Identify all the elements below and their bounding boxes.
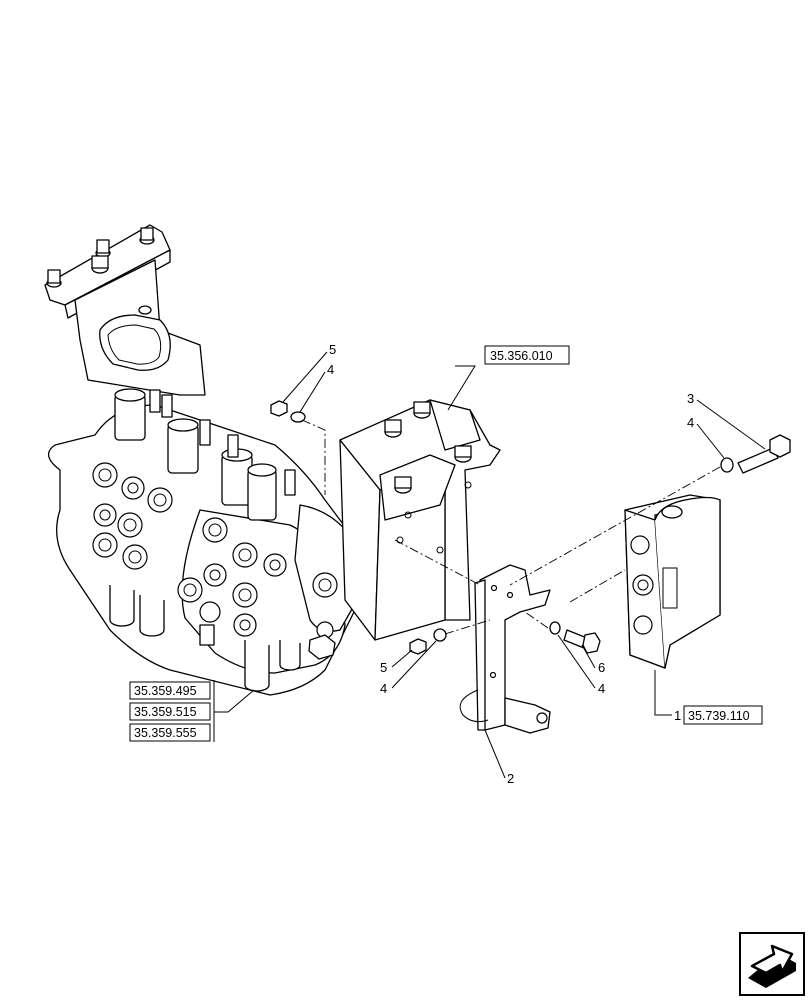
callout-2: 2 [507,771,514,786]
control-valve-assembly [48,388,366,696]
valve-section-part-1 [624,494,721,669]
ref-valve-section[interactable]: 35.739.110 [683,705,763,725]
angle-bracket-part-2 [459,564,551,734]
callout-4-upper-left: 4 [327,362,334,377]
washer-4-lower-left [433,628,447,642]
valve-support-bracket [339,399,501,641]
ref-support-text: 35.356.010 [490,349,553,363]
spool-linkages [149,389,296,496]
assembly-lines [301,419,721,635]
callout-3: 3 [687,391,694,406]
bolt-6 [563,629,601,654]
nut-5-upper [270,400,288,417]
fasteners [270,400,791,655]
callout-5-lower: 5 [380,660,387,675]
next-page-arrow-icon[interactable] [739,932,805,996]
callout-4-lower-left: 4 [380,681,387,696]
ref-support-bracket[interactable]: 35.356.010 [484,345,570,365]
valve-outlet-tubes [109,585,301,692]
ref-valve-3-text: 35.359.555 [134,726,197,740]
valve-ports [92,462,338,639]
callout-6: 6 [598,660,605,675]
callout-5-upper: 5 [329,342,336,357]
ref-valve-group[interactable]: 35.359.495 35.359.515 35.359.555 [129,680,215,742]
support-bracket-bolts [384,401,472,494]
ref-section-text: 35.739.110 [688,709,750,723]
valve-spool-caps [114,388,277,521]
washer-4-lower-right [549,621,561,635]
callout-1: 1 [674,708,681,723]
callout-4-upper-right: 4 [687,415,694,430]
reference-boxes: 35.356.010 35.359.495 35.359.515 35.359.… [129,345,763,742]
washer-4-right [720,457,734,473]
bracket-bolt [46,227,155,315]
upper-mount-bracket [44,224,206,396]
ref-valve-1-text: 35.359.495 [134,684,197,698]
ref-valve-2-text: 35.359.515 [134,705,197,719]
callout-labels: 5 4 3 4 5 4 6 4 2 1 [327,342,694,786]
leader-lines [214,351,766,779]
callout-4-lower-right: 4 [598,681,605,696]
washer-4-upper [290,411,306,423]
bolt-3 [737,434,791,474]
nut-5-lower [409,638,427,655]
